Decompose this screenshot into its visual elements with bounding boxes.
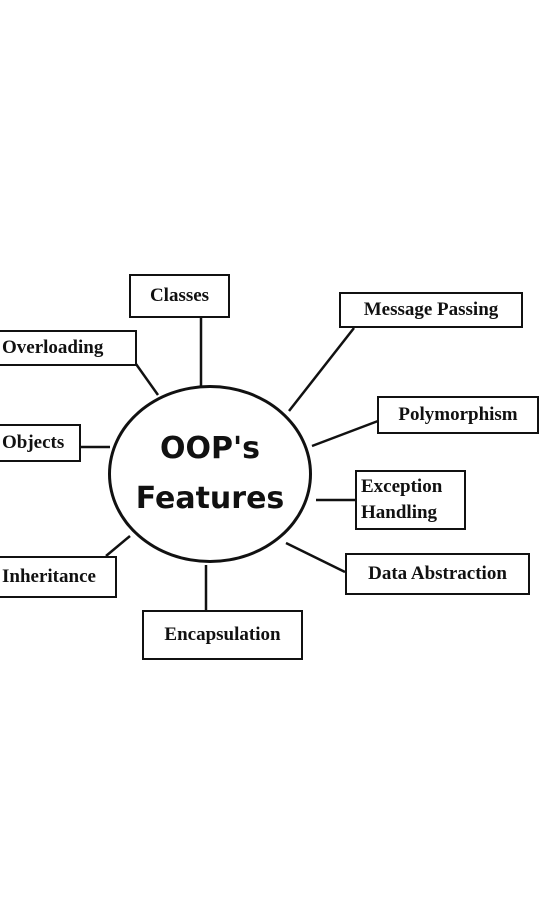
- node-exception-handling-line-2: Handling: [361, 502, 438, 523]
- node-encapsulation: Encapsulation: [142, 610, 303, 660]
- connector-message-passing: [288, 327, 355, 412]
- node-message-passing: Message Passing: [339, 292, 523, 328]
- node-inheritance: Inheritance: [0, 556, 117, 598]
- central-concept-circle: OOP's Features: [108, 385, 312, 563]
- connector-inheritance: [105, 535, 131, 557]
- node-exception-handling-line-1: Exception: [361, 476, 443, 497]
- node-data-abstraction: Data Abstraction: [345, 553, 530, 595]
- node-exception-handling: Exception Handling: [355, 470, 466, 530]
- node-polymorphism: Polymorphism: [377, 396, 539, 434]
- node-objects: Objects: [0, 424, 81, 462]
- node-overloading: Overloading: [0, 330, 137, 366]
- connector-data-abstraction: [285, 541, 346, 574]
- connector-polymorphism: [311, 419, 379, 448]
- central-concept-line-1: OOP's: [159, 431, 261, 466]
- central-concept-line-2: Features: [135, 481, 285, 516]
- central-concept-label: OOP's Features: [136, 424, 285, 524]
- connector-overloading: [134, 363, 160, 396]
- node-classes: Classes: [129, 274, 230, 318]
